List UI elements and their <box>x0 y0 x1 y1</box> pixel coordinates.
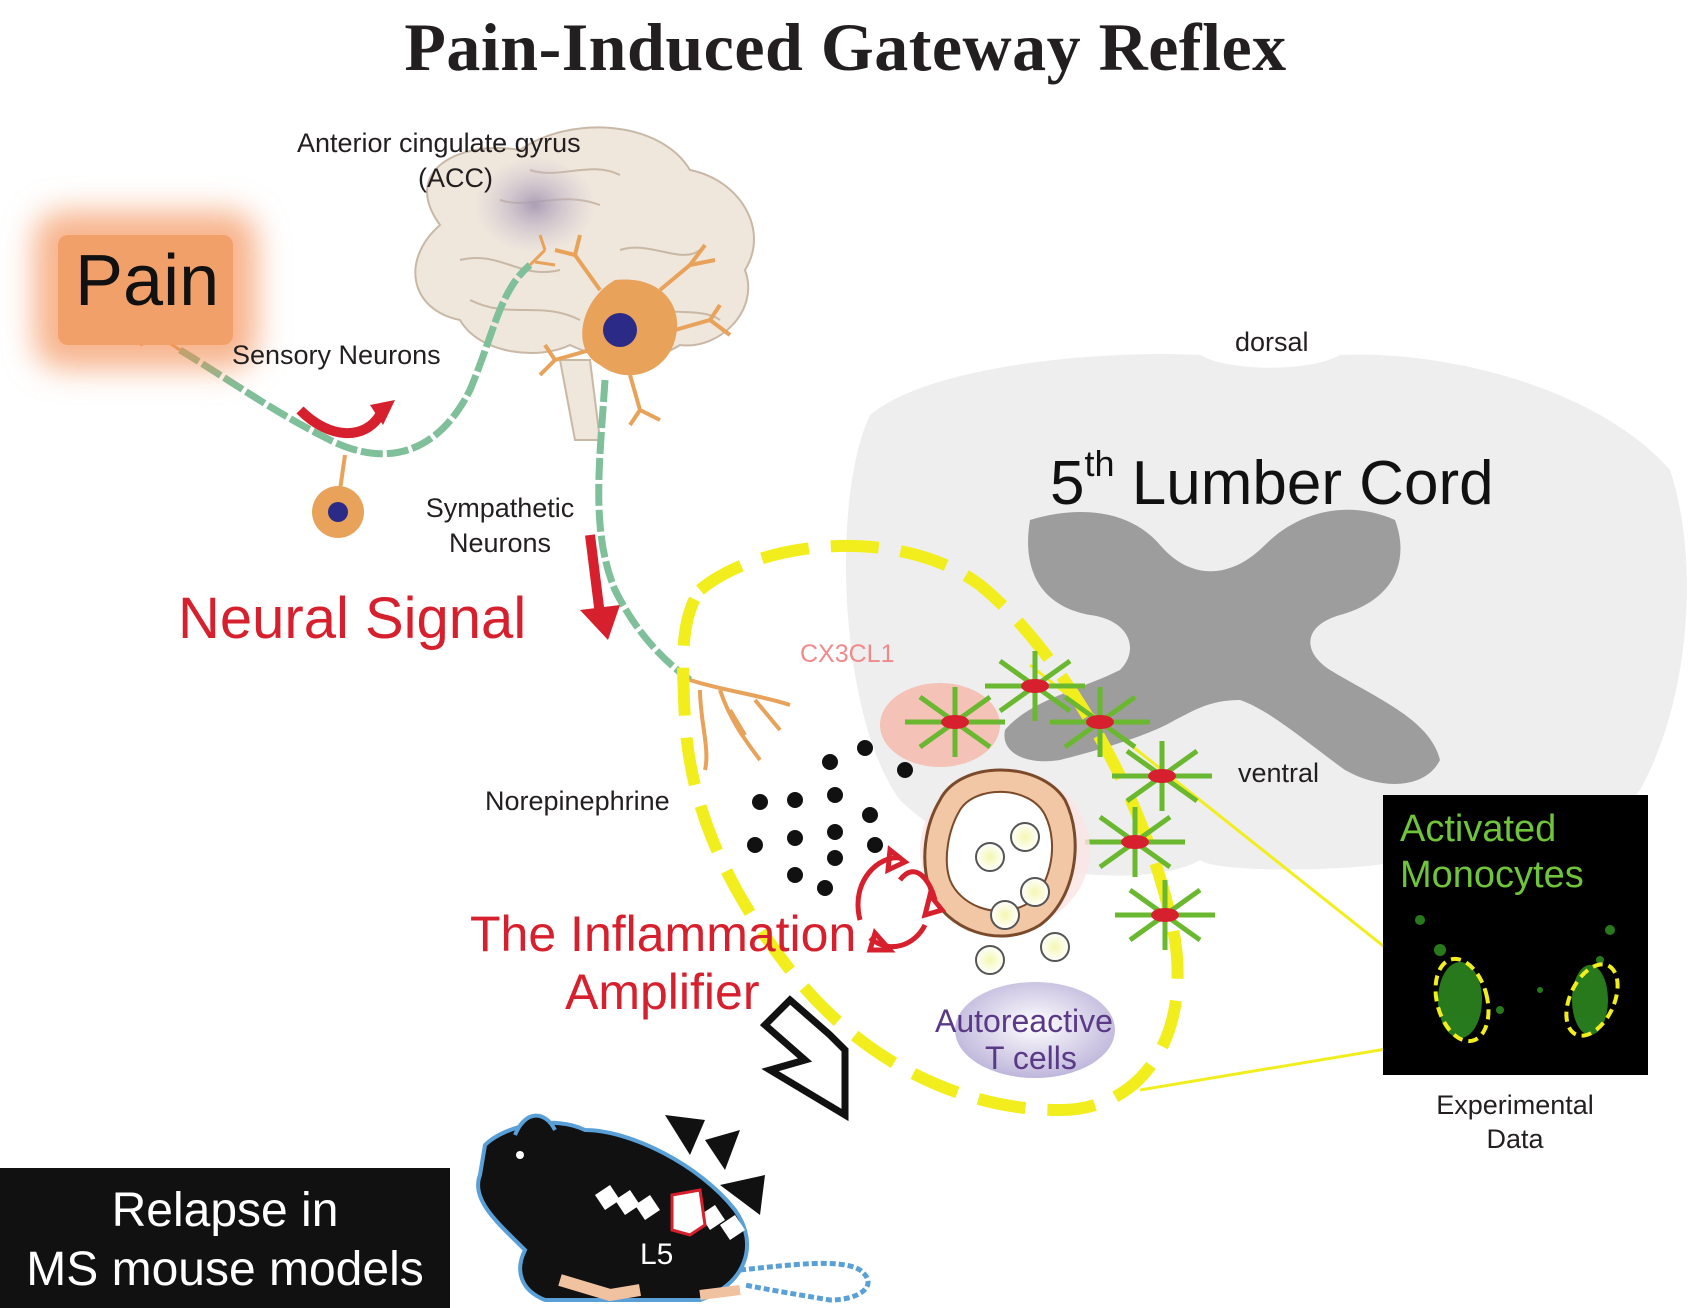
l5-label: L5 <box>640 1238 674 1271</box>
relapse-label-line1: Relapse in <box>111 1184 339 1237</box>
cord-text: Lumber Cord <box>1114 449 1494 518</box>
autoreactive-ellipse <box>955 982 1115 1078</box>
dorsal-label: dorsal <box>1235 327 1309 357</box>
inflamed-region-outline <box>677 539 1184 1117</box>
activated-monocytes-line1: Activated <box>1400 808 1557 850</box>
neural-signal-label: Neural Signal <box>178 586 527 651</box>
glial-cells <box>905 651 1215 950</box>
acc-label-line1: Anterior cingulate gyrus <box>297 128 581 158</box>
sympathetic-axon <box>595 379 693 683</box>
experimental-label-line2: Data <box>1486 1124 1544 1154</box>
l5-vertebra-highlight <box>670 1188 707 1237</box>
norepinephrine-label: Norepinephrine <box>485 786 670 816</box>
lumbar-cord-label: 5th Lumber Cord <box>1050 443 1494 519</box>
sympathetic-label-line1: Sympathetic <box>425 493 575 523</box>
pain-indicator-icon <box>665 1115 765 1215</box>
diagram-title: Pain-Induced Gateway Reflex <box>404 9 1287 85</box>
ventral-label: ventral <box>1238 758 1320 788</box>
t-cells <box>975 822 1070 975</box>
cord-number: 5 <box>1050 449 1085 518</box>
outcome-arrow-icon <box>759 995 849 1122</box>
relapse-label-line2: MS mouse models <box>26 1243 424 1296</box>
relapse-box <box>0 1168 450 1308</box>
amplifier-loop-icon <box>855 845 947 953</box>
sensory-axon <box>178 262 533 458</box>
experimental-label-line1: Experimental <box>1436 1090 1594 1120</box>
autoreactive-label-line1: Autoreactive <box>935 1003 1113 1039</box>
spinal-cord-section <box>846 354 1687 876</box>
pain-label: Pain <box>75 241 220 321</box>
pain-box <box>58 235 233 345</box>
activated-monocytes-line2: Monocytes <box>1400 854 1584 896</box>
mouse-illustration <box>476 1113 871 1303</box>
experimental-data-image <box>1383 795 1648 1075</box>
acc-label-line2: (ACC) <box>418 163 493 193</box>
amplifier-label-line2: Amplifier <box>565 964 760 1020</box>
sympathetic-neuron-cell <box>538 234 732 427</box>
norepinephrine-dots <box>747 740 913 896</box>
amplifier-label-line1: The Inflammation <box>470 906 857 962</box>
cx3cl1-label: CX3CL1 <box>800 640 895 668</box>
cord-ordinal: th <box>1084 443 1115 485</box>
sympathetic-label-line2: Neurons <box>448 528 552 558</box>
sensory-neurons-label: Sensory Neurons <box>232 340 441 370</box>
autoreactive-label-line2: T cells <box>985 1040 1077 1076</box>
